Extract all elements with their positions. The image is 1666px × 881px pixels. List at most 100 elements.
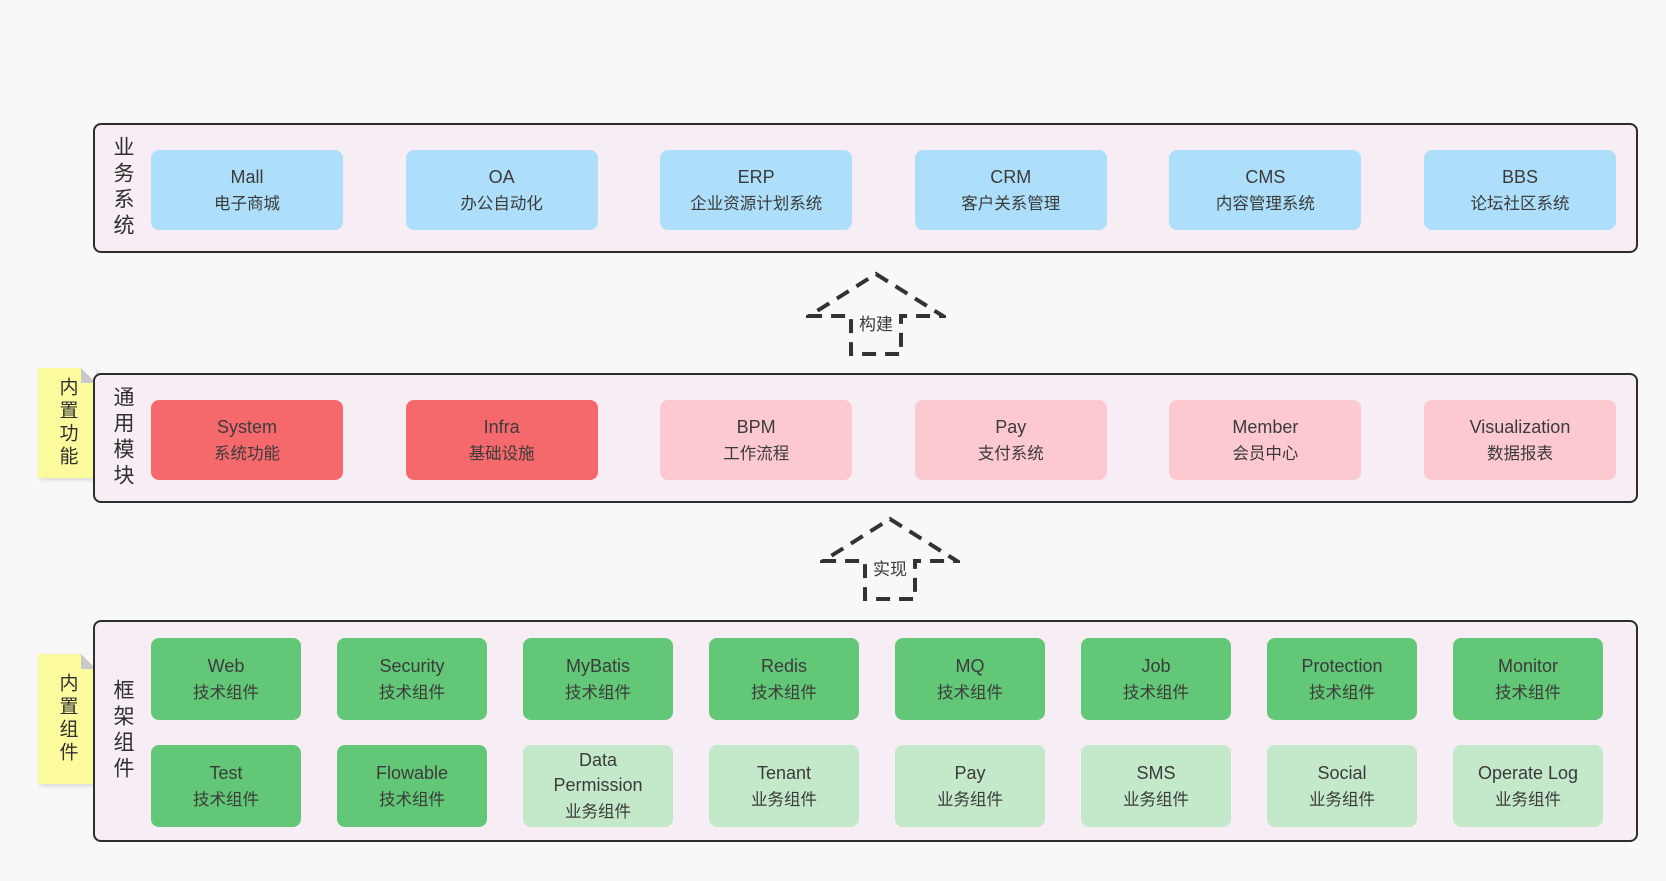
box-title: SMS [1136,762,1176,783]
framework-components-row-2: Test 技术组件 Flowable 技术组件 Data Permission … [151,745,1603,827]
box-pay-module: Pay 支付系统 [914,400,1107,480]
box-subtitle: 业务组件 [751,790,817,809]
box-title: CMS [1245,166,1286,187]
box-subtitle: 业务组件 [937,790,1003,809]
section-label: 业务系统 [111,136,134,240]
box-subtitle: 数据报表 [1486,444,1553,463]
box-subtitle: 支付系统 [977,444,1044,463]
common-modules-row: System 系统功能 Infra 基础设施 BPM 工作流程 Pay 支付系统… [151,400,1616,480]
box-subtitle: 办公自动化 [460,194,543,213]
box-subtitle: 内容管理系统 [1215,194,1315,213]
dashed-up-arrow-build: 构建 [806,270,946,358]
box-bpm: BPM 工作流程 [660,400,853,480]
box-oa: OA 办公自动化 [405,150,598,230]
box-system: System 系统功能 [151,400,343,480]
box-mall: Mall 电子商城 [151,150,343,230]
box-subtitle: 业务组件 [1123,790,1189,809]
box-title: Redis [760,655,808,676]
box-title: Flowable [375,762,449,783]
framework-components-row-1: Web 技术组件 Security 技术组件 MyBatis 技术组件 Redi… [151,638,1603,720]
box-infra: Infra 基础设施 [405,400,598,480]
framework-components-section: 框架组件 Web 技术组件 Security 技术组件 MyBatis 技术组件… [93,620,1638,842]
folded-corner-icon [81,654,96,669]
box-title: Security [379,655,445,676]
box-subtitle: 系统功能 [214,444,280,463]
box-title: System [216,416,277,437]
box-title: Monitor [1497,655,1559,676]
sticky-note-built-in-functions: 内置功能 [38,368,96,478]
box-mq: MQ 技术组件 [895,638,1045,720]
sticky-note-label: 内置组件 [56,673,78,765]
box-title: Infra [483,416,520,437]
box-subtitle: 业务组件 [1495,790,1561,809]
box-member: Member 会员中心 [1169,400,1362,480]
box-subtitle: 工作流程 [723,444,790,463]
common-modules-section: 通用模块 System 系统功能 Infra 基础设施 BPM 工作流程 Pay… [93,373,1638,503]
box-social: Social 业务组件 [1267,745,1417,827]
box-subtitle: 技术组件 [379,683,445,702]
box-monitor: Monitor 技术组件 [1453,638,1603,720]
box-subtitle: 会员中心 [1232,444,1299,463]
box-subtitle: 业务组件 [1309,790,1375,809]
box-test: Test 技术组件 [151,745,301,827]
up-arrow-icon [806,271,946,356]
box-subtitle: 技术组件 [751,683,817,702]
box-web: Web 技术组件 [151,638,301,720]
arrow-label: 构建 [856,310,896,335]
box-flowable: Flowable 技术组件 [337,745,487,827]
section-label: 框架组件 [111,679,134,783]
box-title: Web [207,655,245,676]
box-subtitle: 企业资源计划系统 [690,194,823,213]
box-subtitle: 技术组件 [379,790,445,809]
box-subtitle: 基础设施 [468,444,535,463]
box-title: Test [209,762,243,783]
box-subtitle: 电子商城 [214,194,280,213]
box-title: MyBatis [565,655,630,676]
box-subtitle: 技术组件 [937,683,1003,702]
box-bbs: BBS 论坛社区系统 [1423,150,1616,230]
box-subtitle: 客户关系管理 [961,194,1061,213]
box-subtitle: 技术组件 [1309,683,1375,702]
sticky-note-built-in-components: 内置组件 [38,654,96,784]
box-title: Data Permission [553,750,643,796]
box-protection: Protection 技术组件 [1267,638,1417,720]
box-title: OA [488,166,515,187]
box-title: BPM [736,416,776,437]
box-title: BBS [1501,166,1538,187]
box-security: Security 技术组件 [337,638,487,720]
box-job: Job 技术组件 [1081,638,1231,720]
box-subtitle: 技术组件 [1495,683,1561,702]
box-title: MQ [955,655,985,676]
box-crm: CRM 客户关系管理 [914,150,1107,230]
box-subtitle: 业务组件 [565,802,631,821]
box-title: Tenant [756,762,812,783]
box-cms: CMS 内容管理系统 [1169,150,1362,230]
box-redis: Redis 技术组件 [709,638,859,720]
box-title: Mall [230,166,264,187]
box-title: Operate Log [1477,762,1579,783]
box-tenant: Tenant 业务组件 [709,745,859,827]
box-subtitle: 技术组件 [1123,683,1189,702]
up-arrow-icon [820,516,960,601]
folded-corner-icon [81,368,96,383]
box-title: Job [1141,655,1171,676]
box-title: Social [1317,762,1367,783]
box-title: Member [1232,416,1299,437]
box-erp: ERP 企业资源计划系统 [660,150,853,230]
box-title: Protection [1301,655,1383,676]
box-title: ERP [737,166,775,187]
arrow-label: 实现 [870,555,910,580]
business-systems-section: 业务系统 Mall 电子商城 OA 办公自动化 ERP 企业资源计划系统 CRM… [93,123,1638,253]
box-title: Pay [995,416,1027,437]
box-subtitle: 论坛社区系统 [1470,194,1570,213]
box-visualization: Visualization 数据报表 [1423,400,1616,480]
sticky-note-label: 内置功能 [56,377,78,469]
box-title: Pay [954,762,986,783]
box-operate-log: Operate Log 业务组件 [1453,745,1603,827]
box-data-permission: Data Permission 业务组件 [523,745,673,827]
business-systems-row: Mall 电子商城 OA 办公自动化 ERP 企业资源计划系统 CRM 客户关系… [151,150,1616,230]
section-label: 通用模块 [111,386,134,490]
box-title: CRM [990,166,1032,187]
box-pay-component: Pay 业务组件 [895,745,1045,827]
box-title: Visualization [1469,416,1571,437]
